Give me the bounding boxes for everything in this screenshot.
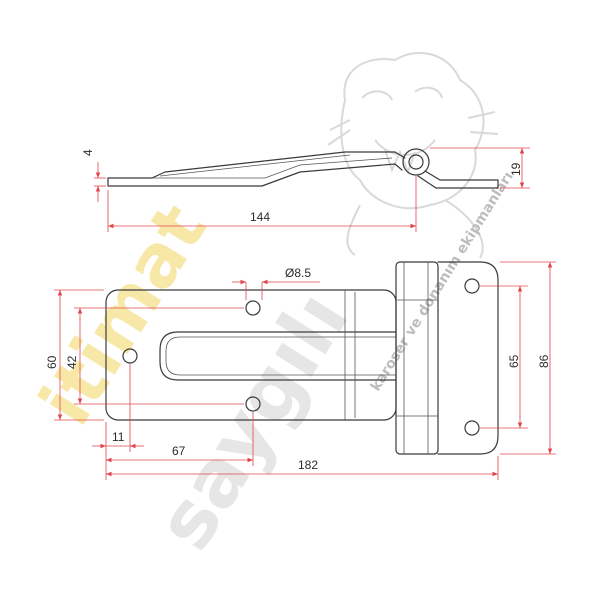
side-view-knuckle [402,148,430,176]
watermark-brand-yellow: itimat [23,189,222,439]
plan-view-right-leaf [437,261,499,455]
side-view-pin [408,154,424,170]
plan-view [105,261,499,455]
dim-hole-offset: 67 [172,444,186,458]
dim-side-thickness: 4 [81,149,95,156]
dim-hole-diameter: Ø8.5 [285,266,311,280]
plan-view-hole-bottom [245,396,261,412]
plan-view-knuckle [395,261,439,455]
plan-view-hole-left [122,348,138,364]
watermark: itimat saygılı karoser ve donanım ekipma… [23,51,517,565]
plan-view-dimensions: Ø8.5 60 42 65 86 11 67 18 [45,261,556,480]
dim-hinge-hole-spacing: 65 [507,354,521,368]
dim-side-height: 19 [509,162,523,176]
dim-hinge-height: 86 [537,354,551,368]
side-view-right-leaf [417,170,499,189]
plan-view-hole-top [245,300,261,316]
dim-plate-height: 60 [45,355,59,369]
watermark-tagline: karoser ve donanım ekipmanları [368,169,517,394]
side-view-base-plate [107,163,403,187]
dim-side-length: 144 [250,210,270,224]
side-view-leaf-top [107,151,406,179]
dim-hole-spacing: 42 [65,355,79,369]
plan-view-hole-right-bottom [464,420,480,436]
plan-view-hole-right-top [464,278,480,294]
side-view-dimensions: 4 19 144 [81,147,530,232]
tiger-logo-icon [327,51,499,259]
dim-total-length: 182 [298,458,318,472]
dim-edge-offset: 11 [112,430,125,444]
plan-view-tongue [159,331,397,381]
side-view [107,148,499,189]
